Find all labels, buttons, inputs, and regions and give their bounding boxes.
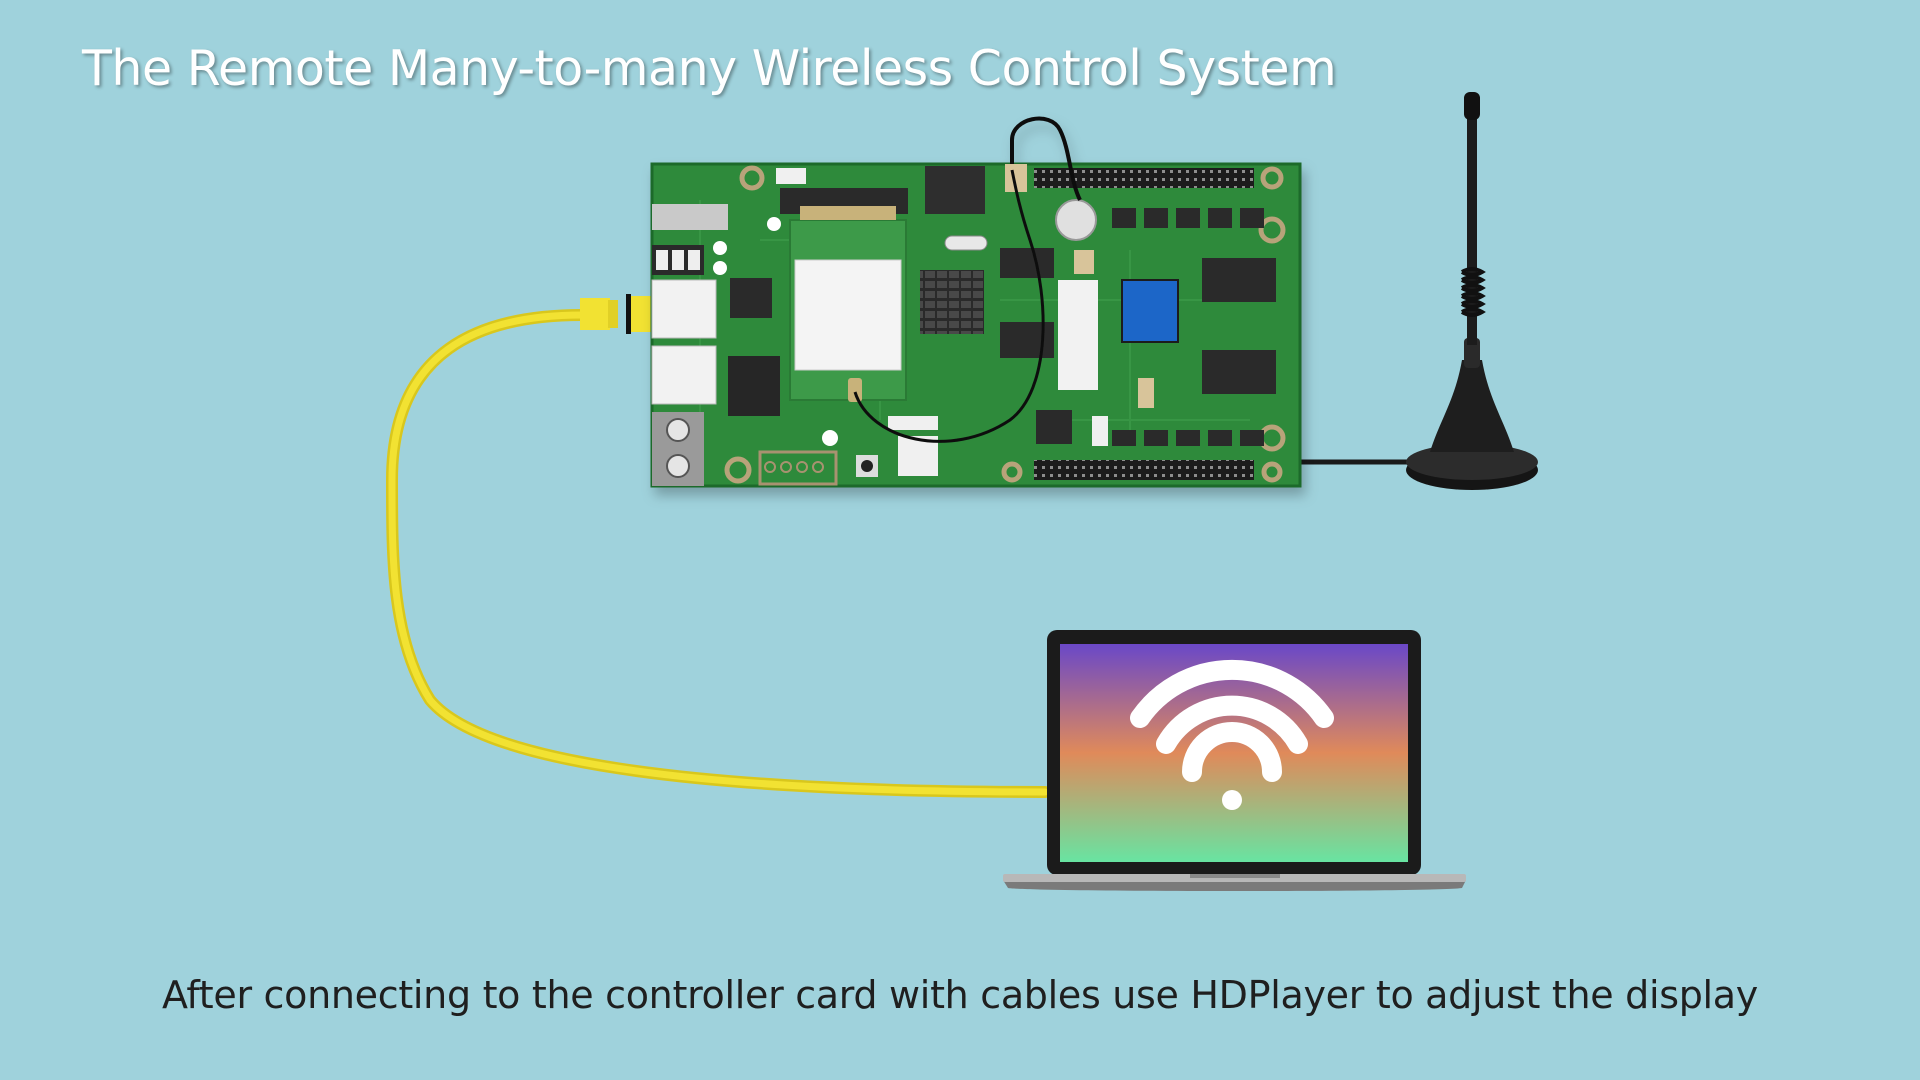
terminal-block: [652, 245, 704, 275]
controller-card-icon: [650, 116, 1302, 488]
ethernet-port-2: [651, 345, 717, 405]
ethernet-cable-icon: [385, 294, 1051, 798]
page-title: The Remote Many-to-many Wireless Control…: [82, 40, 1337, 97]
cable-connector: [580, 298, 610, 330]
pin-header-top: [1034, 168, 1254, 188]
laptop-screen: [1060, 644, 1408, 862]
wifi-icon: [1130, 659, 1334, 810]
wireless-module: [789, 206, 907, 402]
caption: After connecting to the controller card …: [162, 973, 1758, 1017]
antenna-icon: [1300, 92, 1538, 490]
pin-header-bottom: [1034, 460, 1254, 480]
ethernet-port-1: [651, 279, 717, 339]
laptop-icon: [1003, 630, 1466, 891]
